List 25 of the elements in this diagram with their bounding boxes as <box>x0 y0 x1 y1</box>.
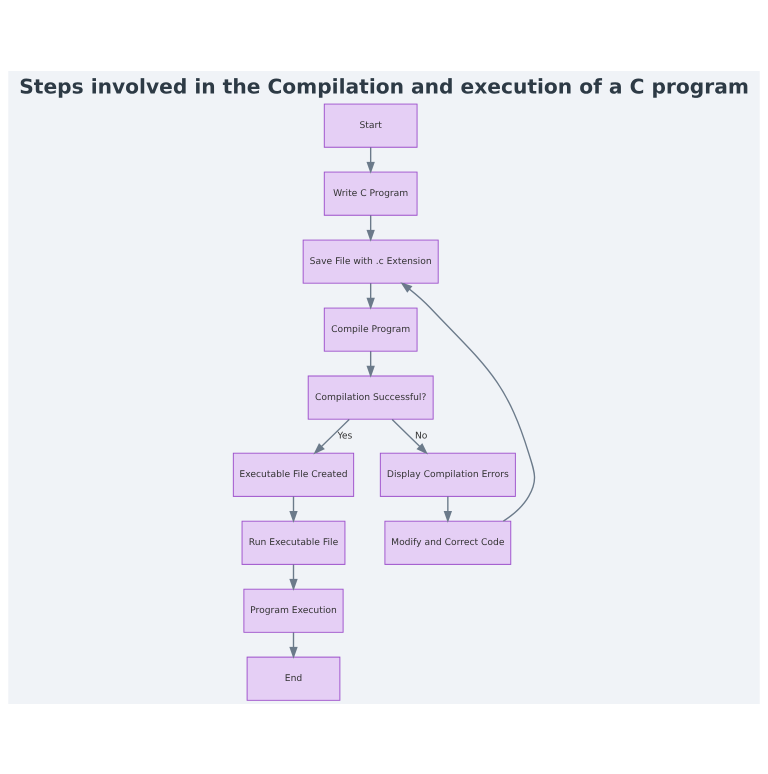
arrow <box>366 147 375 174</box>
arrow <box>392 418 428 454</box>
edge-label: No <box>414 430 428 441</box>
arrow <box>289 496 298 522</box>
arrow <box>400 282 536 522</box>
node-box: Display Compilation Errors <box>380 452 516 496</box>
edge-label: Yes <box>338 430 352 441</box>
node-box: Save File with .c Extension <box>302 239 439 284</box>
arrow <box>289 564 298 590</box>
arrow <box>366 215 375 242</box>
arrow <box>444 496 452 522</box>
node-box: Run Executable File <box>242 520 346 564</box>
arrow <box>313 418 350 454</box>
node-box: End <box>246 656 340 700</box>
arrow <box>289 632 298 658</box>
node-box: Compile Program <box>324 307 418 352</box>
node-box: Write C Program <box>324 171 418 216</box>
node-box: Program Execution <box>243 588 344 632</box>
arrow <box>366 350 375 378</box>
diagram-title: Steps involved in the Compilation and execution of a C program <box>19 74 749 98</box>
arrow <box>366 282 375 310</box>
node-box: Start <box>324 103 418 148</box>
node-box: Modify and Correct Code <box>384 520 512 564</box>
node-box: Executable File Created <box>232 452 354 496</box>
node-box: Compilation Successful? <box>308 375 434 420</box>
